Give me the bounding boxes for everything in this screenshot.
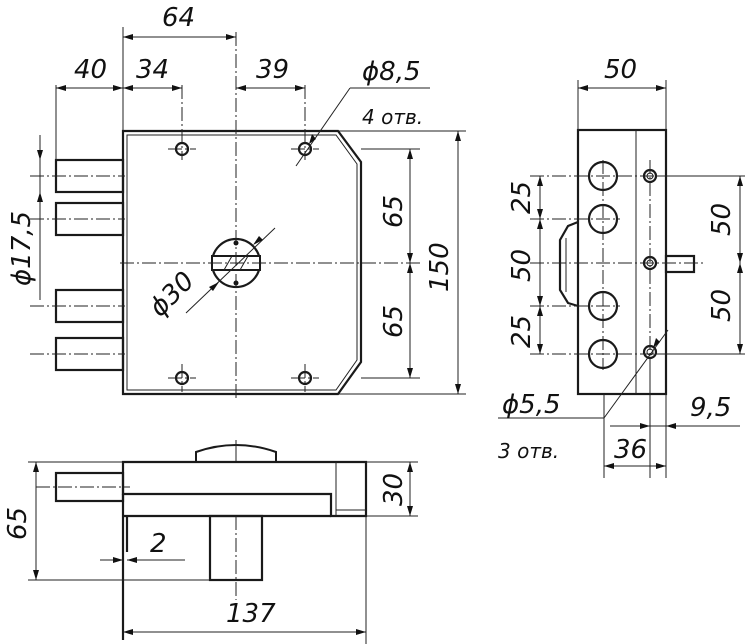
bolt-3 xyxy=(54,288,125,324)
dim-bottom-2: 2 xyxy=(150,529,167,559)
bottom-bolt xyxy=(54,471,125,503)
dim-diameter-17-5: ϕ17,5 xyxy=(7,211,37,286)
dim-side-50-top: 50 xyxy=(604,55,637,85)
dim-side-50-right-bottom: 50 xyxy=(707,289,737,322)
bottom-body-outline xyxy=(121,460,368,518)
bolt-2 xyxy=(54,201,125,237)
dim-side-50-middle: 50 xyxy=(507,249,537,282)
dim-side-25-bottom: 25 xyxy=(507,315,537,348)
dim-side-25-top: 25 xyxy=(507,181,537,214)
dim-150: 150 xyxy=(425,242,455,292)
dim-side-50-right-top: 50 xyxy=(707,203,737,236)
note-3-holes: 3 отв. xyxy=(498,439,559,463)
dim-39: 39 xyxy=(256,55,289,85)
dim-36: 36 xyxy=(614,435,647,465)
bolt-group xyxy=(30,158,125,372)
dim-65-upper: 65 xyxy=(379,195,409,228)
dim-diameter-8-5: ϕ8,5 xyxy=(362,57,421,87)
bolt-1 xyxy=(54,158,125,194)
dim-9-5: 9,5 xyxy=(690,393,731,423)
mounting-holes xyxy=(168,85,319,392)
bottom-view: 65 30 2 137 xyxy=(3,440,418,644)
dim-bottom-65: 65 xyxy=(3,507,33,540)
dim-diameter-5-5: ϕ5,5 xyxy=(502,390,561,420)
front-view: 64 40 34 39 ϕ8,5 4 отв. 65 65 xyxy=(7,3,466,400)
note-4-holes: 4 отв. xyxy=(362,105,423,129)
front-body-inner-outline xyxy=(126,134,358,391)
dim-40: 40 xyxy=(74,55,107,85)
dim-34: 34 xyxy=(136,55,169,85)
dim-65-lower: 65 xyxy=(379,305,409,338)
side-view: 50 25 50 25 50 50 ϕ5,5 3 отв. xyxy=(498,55,745,478)
dim-bottom-30: 30 xyxy=(379,473,409,506)
dim-64: 64 xyxy=(162,3,195,33)
bolt-4 xyxy=(54,336,125,372)
dim-bottom-137: 137 xyxy=(226,599,276,629)
side-pin xyxy=(664,254,696,274)
dim-diameter-30: ϕ30 xyxy=(144,266,201,323)
side-cylinder-protrusion xyxy=(558,220,579,308)
